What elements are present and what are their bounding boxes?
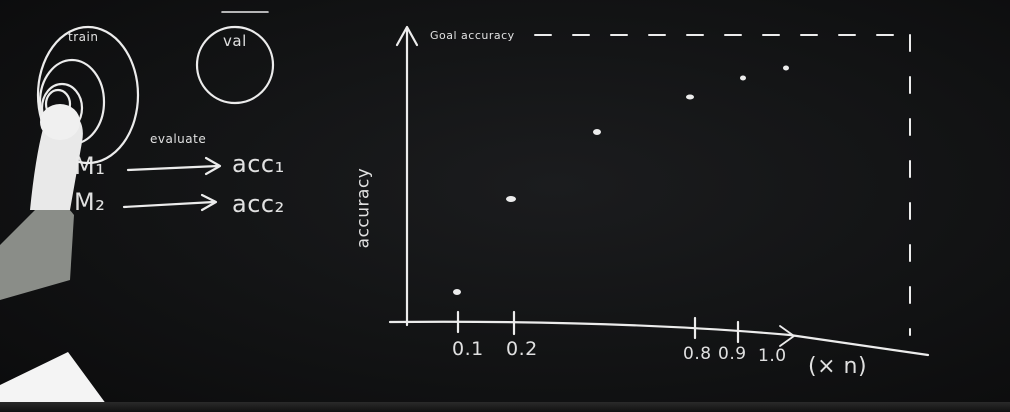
tick-label-0-8: 0.8 <box>683 344 712 364</box>
evaluate-label: evaluate <box>150 132 207 146</box>
model-2-label: M₂ <box>74 188 106 216</box>
tick-label-0-9: 0.9 <box>718 344 747 364</box>
data-point <box>740 75 746 81</box>
x-axis <box>388 320 930 357</box>
train-ellipse-outer <box>36 25 140 165</box>
arrow-m2 <box>122 200 216 209</box>
data-point <box>783 65 789 71</box>
tick-label-0-2: 0.2 <box>506 338 538 360</box>
data-point <box>593 129 601 135</box>
train-label: train <box>68 30 99 44</box>
tick-label-1-0: 1.0 <box>758 346 787 366</box>
y-axis-label: accuracy <box>353 167 374 249</box>
tick-label-0-1: 0.1 <box>452 338 484 360</box>
data-point <box>453 289 461 295</box>
data-point <box>506 196 516 202</box>
arrow-m1 <box>126 164 220 172</box>
goal-accuracy-label: Goal accuracy <box>430 29 515 42</box>
instructor-arm <box>0 104 83 300</box>
acc-2-label: acc₂ <box>232 190 285 218</box>
acc-1-label: acc₁ <box>232 150 285 178</box>
data-point <box>686 94 694 100</box>
model-1-label: M₁ <box>74 152 106 180</box>
paper-sheet <box>0 352 112 412</box>
x-unit-label: (× n) <box>808 354 868 379</box>
val-ellipse <box>195 25 275 105</box>
board-frame <box>0 402 1010 412</box>
val-label: val <box>223 32 247 50</box>
